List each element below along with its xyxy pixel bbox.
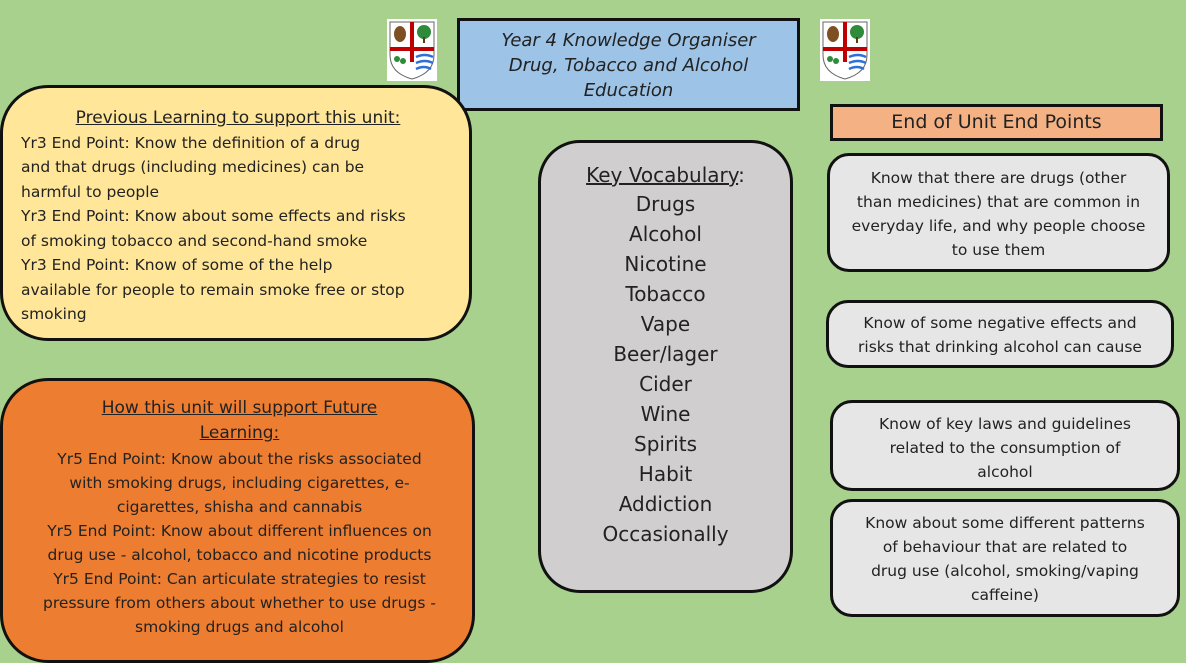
- previous-learning-line: available for people to remain smoke fre…: [21, 280, 405, 299]
- previous-learning-line: of smoking tobacco and second-hand smoke: [21, 231, 368, 250]
- key-vocabulary-panel: Key Vocabulary: Drugs Alcohol Nicotine T…: [538, 140, 793, 593]
- end-point-line: alcohol: [977, 463, 1033, 481]
- end-point-card: Know that there are drugs (other than me…: [827, 153, 1170, 272]
- future-learning-line: Yr5 End Point: Can articulate strategies…: [53, 570, 426, 588]
- future-learning-heading: How this unit will support Future: [101, 398, 378, 418]
- end-point-line: Know about some different patterns: [865, 514, 1145, 532]
- key-vocabulary-heading: Key Vocabulary:: [586, 163, 745, 187]
- previous-learning-line: Yr3 End Point: Know about some effects a…: [21, 207, 406, 225]
- end-point-line: drug use (alcohol, smoking/vaping: [871, 562, 1139, 580]
- vocabulary-word: Cider: [639, 372, 692, 396]
- vocabulary-word: Wine: [640, 402, 691, 426]
- title-line: Drug, Tobacco and Alcohol: [508, 55, 749, 76]
- vocabulary-word: Drugs: [635, 192, 696, 216]
- vocabulary-word: Addiction: [618, 492, 713, 516]
- vocabulary-word: Occasionally: [602, 522, 729, 546]
- vocabulary-word: Vape: [640, 312, 691, 336]
- end-point-line: Know that there are drugs (other: [870, 169, 1127, 187]
- previous-learning-line: Yr3 End Point: Know of some of the help: [21, 256, 333, 274]
- previous-learning-line: smoking: [21, 305, 87, 323]
- vocabulary-word: Spirits: [634, 432, 697, 456]
- school-crest-icon: [820, 19, 870, 81]
- future-learning-line: cigarettes, shisha and cannabis: [116, 498, 363, 516]
- end-point-line: caffeine): [971, 586, 1039, 604]
- previous-learning-line: Yr3 End Point: Know the definition of a …: [21, 133, 361, 152]
- end-point-card: Know about some different patterns of be…: [830, 499, 1180, 617]
- title-line: Education: [583, 80, 674, 101]
- end-point-card: Know of some negative effects and risks …: [826, 300, 1174, 368]
- future-learning-line: with smoking drugs, including cigarettes…: [69, 474, 410, 492]
- end-point-line: related to the consumption of: [889, 439, 1121, 457]
- school-crest-icon: [387, 19, 437, 81]
- end-point-line: everyday life, and why people choose: [851, 217, 1146, 235]
- page-title: Year 4 Knowledge Organiser Drug, Tobacco…: [457, 18, 800, 111]
- end-point-line: to use them: [951, 241, 1046, 259]
- previous-learning-line: and that drugs (including medicines) can…: [21, 158, 365, 176]
- future-learning-line: smoking drugs and alcohol: [135, 618, 344, 636]
- previous-learning-line: harmful to people: [21, 182, 160, 201]
- end-point-line: Know of some negative effects and: [863, 314, 1137, 332]
- title-line: Year 4 Knowledge Organiser: [501, 30, 756, 51]
- end-point-line: risks that drinking alcohol can cause: [858, 338, 1142, 356]
- future-learning-line: Yr5 End Point: Know about the risks asso…: [57, 450, 422, 468]
- vocabulary-word: Tobacco: [625, 282, 706, 306]
- vocabulary-word: Beer/lager: [613, 342, 718, 366]
- vocabulary-word: Alcohol: [629, 222, 702, 246]
- end-point-line: Know of key laws and guidelines: [879, 415, 1131, 433]
- vocabulary-word: Habit: [638, 462, 693, 486]
- future-learning-line: pressure from others about whether to us…: [43, 594, 436, 612]
- future-learning-heading: Learning:: [199, 423, 280, 443]
- future-learning-panel: How this unit will support Future Learni…: [0, 378, 475, 663]
- future-learning-line: drug use - alcohol, tobacco and nicotine…: [47, 546, 432, 564]
- end-point-line: than medicines) that are common in: [856, 193, 1141, 211]
- future-learning-line: Yr5 End Point: Know about different infl…: [47, 522, 432, 540]
- previous-learning-heading: Previous Learning to support this unit:: [75, 108, 401, 128]
- end-point-card: Know of key laws and guidelines related …: [830, 400, 1180, 491]
- end-points-title: End of Unit End Points: [830, 104, 1163, 141]
- vocabulary-word: Nicotine: [624, 252, 707, 276]
- end-point-line: of behaviour that are related to: [882, 538, 1128, 556]
- previous-learning-panel: Previous Learning to support this unit: …: [0, 85, 472, 341]
